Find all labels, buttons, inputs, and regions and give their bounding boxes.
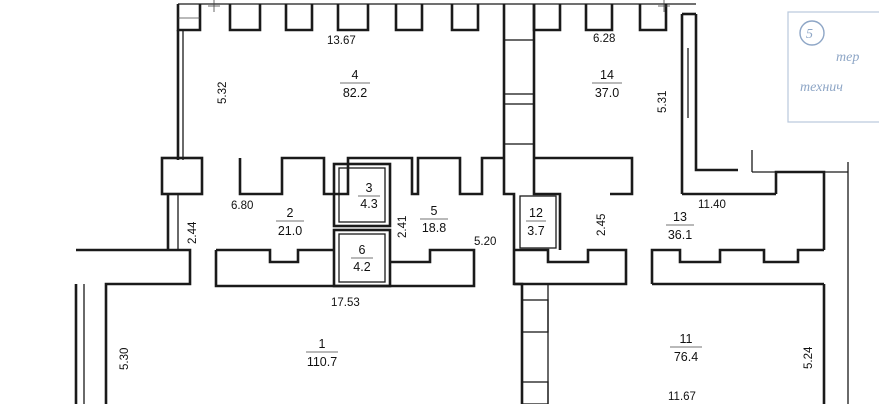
dimension-label: 11.67 [668,391,696,403]
room-area: 110.7 [307,355,337,369]
room-14-walls [534,12,849,404]
stamp-text: тер [836,50,859,65]
top-wall [176,0,696,32]
room-label-3: 3 4.3 [358,181,380,211]
room-number: 12 [529,206,543,220]
room-label-12: 12 3.7 [526,206,546,238]
stamp-number: 5 [806,27,813,42]
dimension-label: 5.20 [474,236,496,248]
dimension-label: 5.24 [803,346,815,369]
room-label-14: 14 37.0 [592,68,622,100]
room-area: 36.1 [668,228,692,242]
dimension-label: 17.53 [331,297,360,309]
room-area: 82.2 [343,86,367,100]
room-label-1: 1 110.7 [306,337,338,369]
dimension-labels: 13.67 6.28 5.32 5.31 6.80 2.41 5.20 2.45… [119,33,815,403]
room-area: 4.3 [360,197,377,211]
dimension-label: 2.41 [397,216,409,238]
room-number: 14 [600,68,614,82]
room-label-11: 11 76.4 [670,332,702,364]
room-area: 3.7 [527,224,544,238]
dimension-label: 5.30 [119,348,131,370]
stamp: 5 тер технич [787,11,879,123]
dimension-label: 13.67 [327,35,356,47]
room-label-4: 4 82.2 [340,68,370,100]
dimension-label: 11.40 [698,199,726,211]
room-area: 37.0 [595,86,619,100]
room-area: 4.2 [353,260,370,274]
room-number: 3 [366,181,373,195]
room-number: 13 [673,210,687,224]
lower-right-wall [514,248,826,404]
stamp-text: технич [800,80,843,95]
room-number: 2 [287,206,294,220]
room-number: 1 [319,337,326,351]
room-number: 11 [680,332,693,346]
dimension-label: 5.31 [657,91,669,113]
left-pier [74,156,204,404]
room-number: 5 [431,204,438,218]
room-label-13: 13 36.1 [666,210,694,242]
dimension-label: 2.45 [596,214,608,236]
room-labels: 4 82.2 14 37.0 3 4.3 2 21.0 5 18.8 12 3.… [276,68,702,369]
room-4-walls [176,4,536,196]
middle-wall [214,248,476,288]
room-number: 6 [359,243,366,257]
room-number: 4 [352,68,359,82]
room-label-5: 5 18.8 [420,204,448,235]
room-area: 21.0 [278,224,302,238]
room-label-6: 6 4.2 [351,243,373,274]
dimension-label: 6.28 [593,33,615,45]
room-label-2: 2 21.0 [276,206,304,238]
dimension-label: 6.80 [231,200,253,212]
room-area: 18.8 [422,221,446,235]
room-12-walls [502,158,562,404]
dimension-label: 2.44 [187,221,199,244]
dimension-label: 5.32 [217,82,229,104]
room-area: 76.4 [674,350,698,364]
